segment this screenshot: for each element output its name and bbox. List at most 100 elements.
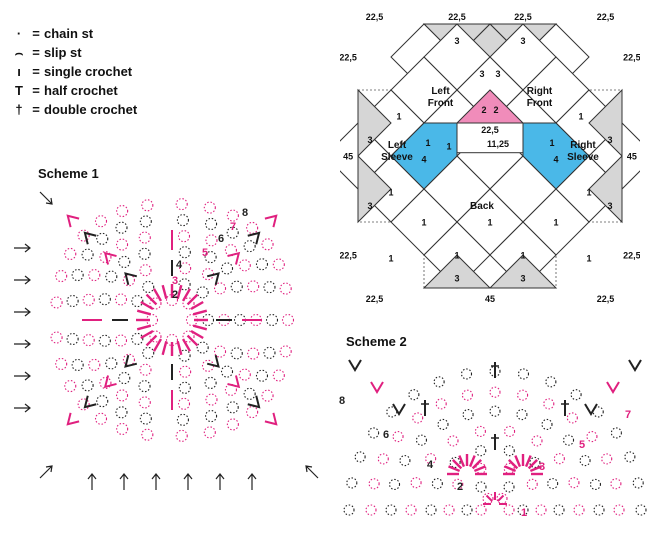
direction-arrow-icon bbox=[87, 473, 97, 490]
chain-loop bbox=[474, 425, 486, 437]
corner-v-mark bbox=[606, 381, 620, 394]
chain-loop bbox=[182, 297, 195, 310]
dimension-label: 22,5 bbox=[481, 125, 499, 135]
chain-loop bbox=[388, 478, 401, 490]
piece-label: Left bbox=[388, 140, 407, 151]
chain-loop bbox=[66, 294, 79, 308]
double-crochet-mark bbox=[448, 465, 461, 473]
chain-loop bbox=[365, 504, 377, 516]
square-number: 1 bbox=[396, 112, 401, 122]
chain-loop bbox=[586, 431, 598, 443]
chain-loop bbox=[179, 365, 192, 378]
corner-v-mark bbox=[124, 354, 138, 368]
round-number-label: 6 bbox=[383, 429, 389, 441]
legend-equals: = bbox=[32, 83, 40, 98]
direction-arrow-icon bbox=[14, 307, 31, 317]
gray-triangle bbox=[422, 254, 492, 289]
double-crochet-mark bbox=[468, 455, 476, 468]
chain-loop bbox=[138, 231, 151, 244]
chain-loop bbox=[175, 429, 188, 442]
chain-loop bbox=[460, 368, 473, 380]
chain-loop bbox=[115, 406, 128, 419]
round-number-label: 6 bbox=[218, 233, 224, 245]
double-crochet-mark bbox=[458, 455, 466, 468]
chain-loop bbox=[272, 258, 285, 271]
chain-loop bbox=[114, 334, 128, 347]
chain-loop bbox=[265, 313, 279, 327]
square-number: 3 bbox=[607, 201, 612, 211]
chain-loop bbox=[368, 427, 380, 439]
double-crochet-mark bbox=[527, 459, 538, 470]
slip-stitch-icon: ⌢ bbox=[14, 44, 24, 60]
chain-loop bbox=[517, 389, 529, 401]
dimension-label: 22,5 bbox=[514, 12, 532, 22]
chain-loop bbox=[116, 238, 129, 251]
chain-loop bbox=[224, 383, 237, 396]
legend-label: chain st bbox=[44, 26, 94, 41]
chain-loop bbox=[66, 332, 79, 346]
legend-single: ı = single crochet bbox=[10, 62, 210, 81]
chain-loop bbox=[141, 428, 154, 441]
chain-loop bbox=[139, 412, 152, 425]
double-crochet-mark bbox=[529, 465, 542, 473]
legend-chain: · = chain st bbox=[10, 24, 210, 43]
chain-loop bbox=[94, 215, 108, 228]
square-number: 1 bbox=[520, 250, 525, 260]
double-crochet-mark bbox=[186, 334, 199, 347]
double-crochet-mark bbox=[152, 288, 163, 302]
chain-loop bbox=[531, 435, 543, 447]
chain-loop bbox=[517, 504, 529, 516]
chain-loop bbox=[610, 427, 622, 439]
scheme1-direction-arrows bbox=[14, 191, 319, 490]
chain-loop bbox=[226, 209, 239, 222]
chain-loop bbox=[178, 246, 191, 259]
chain-loop bbox=[81, 248, 94, 261]
chain-loop bbox=[50, 331, 63, 344]
blue-shoulder-shape bbox=[390, 122, 458, 190]
chain-loop bbox=[177, 397, 191, 410]
chain-loop bbox=[385, 504, 397, 516]
direction-arrow-icon bbox=[305, 465, 319, 479]
chain-loop bbox=[131, 295, 144, 308]
chain-loop bbox=[579, 455, 591, 467]
blue-shoulder-shape bbox=[522, 122, 590, 190]
round-number-label: 2 bbox=[457, 481, 463, 493]
chain-loop bbox=[243, 240, 256, 253]
dimension-label: 22,5 bbox=[340, 250, 357, 260]
chain-loop bbox=[122, 353, 135, 366]
chain-loop bbox=[503, 481, 515, 493]
direction-arrow-icon bbox=[39, 465, 53, 479]
corner-v-mark bbox=[124, 272, 138, 286]
chain-loop bbox=[149, 330, 162, 343]
chain-loop bbox=[535, 504, 547, 516]
chain-loop bbox=[504, 425, 516, 437]
corner-v-mark bbox=[584, 403, 598, 416]
chain-loop bbox=[255, 369, 269, 382]
direction-arrow-icon bbox=[183, 473, 193, 490]
chain-loop bbox=[568, 477, 580, 489]
double-crochet-mark bbox=[136, 309, 152, 316]
chain-loop bbox=[570, 389, 582, 401]
double-crochet-mark bbox=[192, 309, 208, 316]
corner-v-mark bbox=[227, 251, 241, 265]
corner-v-mark bbox=[247, 231, 261, 245]
chain-loop bbox=[203, 201, 216, 214]
piece-label: Back bbox=[470, 201, 494, 212]
corner-v-mark bbox=[206, 272, 220, 286]
corner-v-mark bbox=[206, 354, 220, 368]
dimension-label: 22,5 bbox=[366, 12, 384, 22]
chain-loop bbox=[122, 274, 135, 287]
piece-label: Right bbox=[570, 140, 596, 151]
double-crochet-mark bbox=[176, 284, 183, 300]
single-crochet-icon: ı bbox=[17, 64, 21, 79]
chain-loop bbox=[343, 504, 355, 516]
scheme1-chain-loops bbox=[50, 198, 295, 442]
square-number: 3 bbox=[367, 135, 372, 145]
square-number: 3 bbox=[367, 201, 372, 211]
square-number: 3 bbox=[479, 69, 484, 79]
corner-v-mark bbox=[628, 359, 642, 372]
square-number: 1 bbox=[487, 217, 492, 227]
chain-loop bbox=[553, 453, 565, 465]
piece-label: Sleeve bbox=[381, 152, 413, 163]
